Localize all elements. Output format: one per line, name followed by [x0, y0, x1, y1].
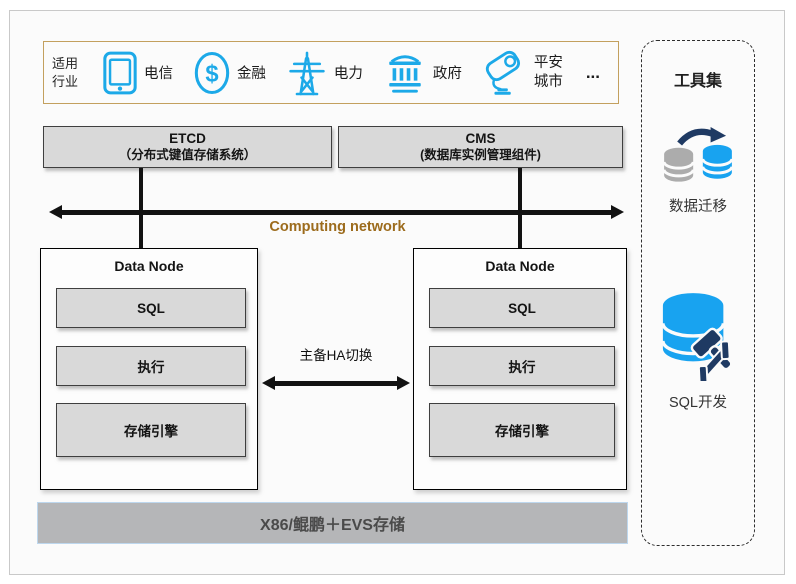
- data-migration-label: 数据迁移: [669, 199, 727, 215]
- ha-switch-label: 主备HA切换: [299, 348, 373, 363]
- industry-item-finance: $ 金融: [193, 51, 266, 95]
- data-node-title: Data Node: [114, 258, 184, 274]
- layer-storage-engine: 存储引擎: [56, 403, 246, 457]
- etcd-box: ETCD （分布式键值存储系统）: [43, 126, 332, 168]
- industry-item-telecom: 电信: [102, 51, 173, 95]
- arrow-left-head: [49, 205, 62, 219]
- industry-item-power: 电力: [286, 49, 363, 97]
- arrow-shaft: [57, 210, 616, 215]
- government-icon: [383, 52, 427, 94]
- industry-item-label: 金融: [236, 66, 266, 82]
- arrow-left-head: [262, 376, 275, 390]
- ha-switch-arrow: [262, 376, 410, 390]
- industry-item-safe-city: 平安城市: [482, 49, 566, 97]
- sql-development-label: SQL开发: [668, 395, 727, 411]
- toolset-title: 工具集: [673, 73, 722, 90]
- arrow-right-head: [611, 205, 624, 219]
- layer-sql: SQL: [429, 288, 615, 328]
- industry-item-label: 电力: [333, 66, 363, 82]
- layer-execution: 执行: [56, 346, 246, 386]
- cms-connector-line: [518, 168, 522, 248]
- industry-item-label: 政府: [432, 66, 462, 82]
- power-tower-icon: [286, 49, 328, 97]
- infrastructure-bar: X86/鲲鹏＋EVS存储: [37, 502, 628, 544]
- industry-panel-label: 适用行业: [52, 55, 79, 89]
- data-node-title: Data Node: [485, 258, 555, 274]
- industry-item-government: 政府: [383, 52, 462, 94]
- sql-development-icon: [642, 289, 754, 381]
- layer-execution: 执行: [429, 346, 615, 386]
- industry-panel: 适用行业 电信 $ 金融: [43, 41, 619, 104]
- phone-icon: [102, 51, 138, 95]
- arrow-right-head: [397, 376, 410, 390]
- industry-ellipsis: ...: [585, 62, 600, 82]
- data-migration-icon: [642, 127, 754, 187]
- arrow-shaft: [271, 380, 401, 386]
- cctv-camera-icon: [482, 49, 528, 97]
- etcd-subtitle: （分布式键值存储系统）: [118, 147, 257, 162]
- layer-storage-engine: 存储引擎: [429, 403, 615, 457]
- data-node-left: Data Node SQL 执行 存储引擎: [40, 248, 258, 490]
- industry-item-label: 电信: [143, 66, 173, 82]
- cms-subtitle: (数据库实例管理组件): [420, 147, 541, 162]
- cms-title: CMS: [465, 130, 496, 146]
- cms-box: CMS (数据库实例管理组件): [338, 126, 623, 168]
- computing-network-label: Computing network: [269, 219, 406, 235]
- dollar-icon: $: [193, 51, 231, 95]
- etcd-title: ETCD: [169, 130, 206, 146]
- infrastructure-label: X86/鲲鹏＋EVS存储: [260, 517, 405, 534]
- data-node-right: Data Node SQL 执行 存储引擎: [413, 248, 627, 490]
- industry-item-label: 平安城市: [533, 54, 563, 90]
- layer-sql: SQL: [56, 288, 246, 328]
- computing-network-arrow: [49, 205, 624, 219]
- svg-text:$: $: [205, 60, 218, 87]
- toolset-panel: 工具集 数据迁移: [641, 40, 755, 546]
- etcd-connector-line: [139, 168, 143, 248]
